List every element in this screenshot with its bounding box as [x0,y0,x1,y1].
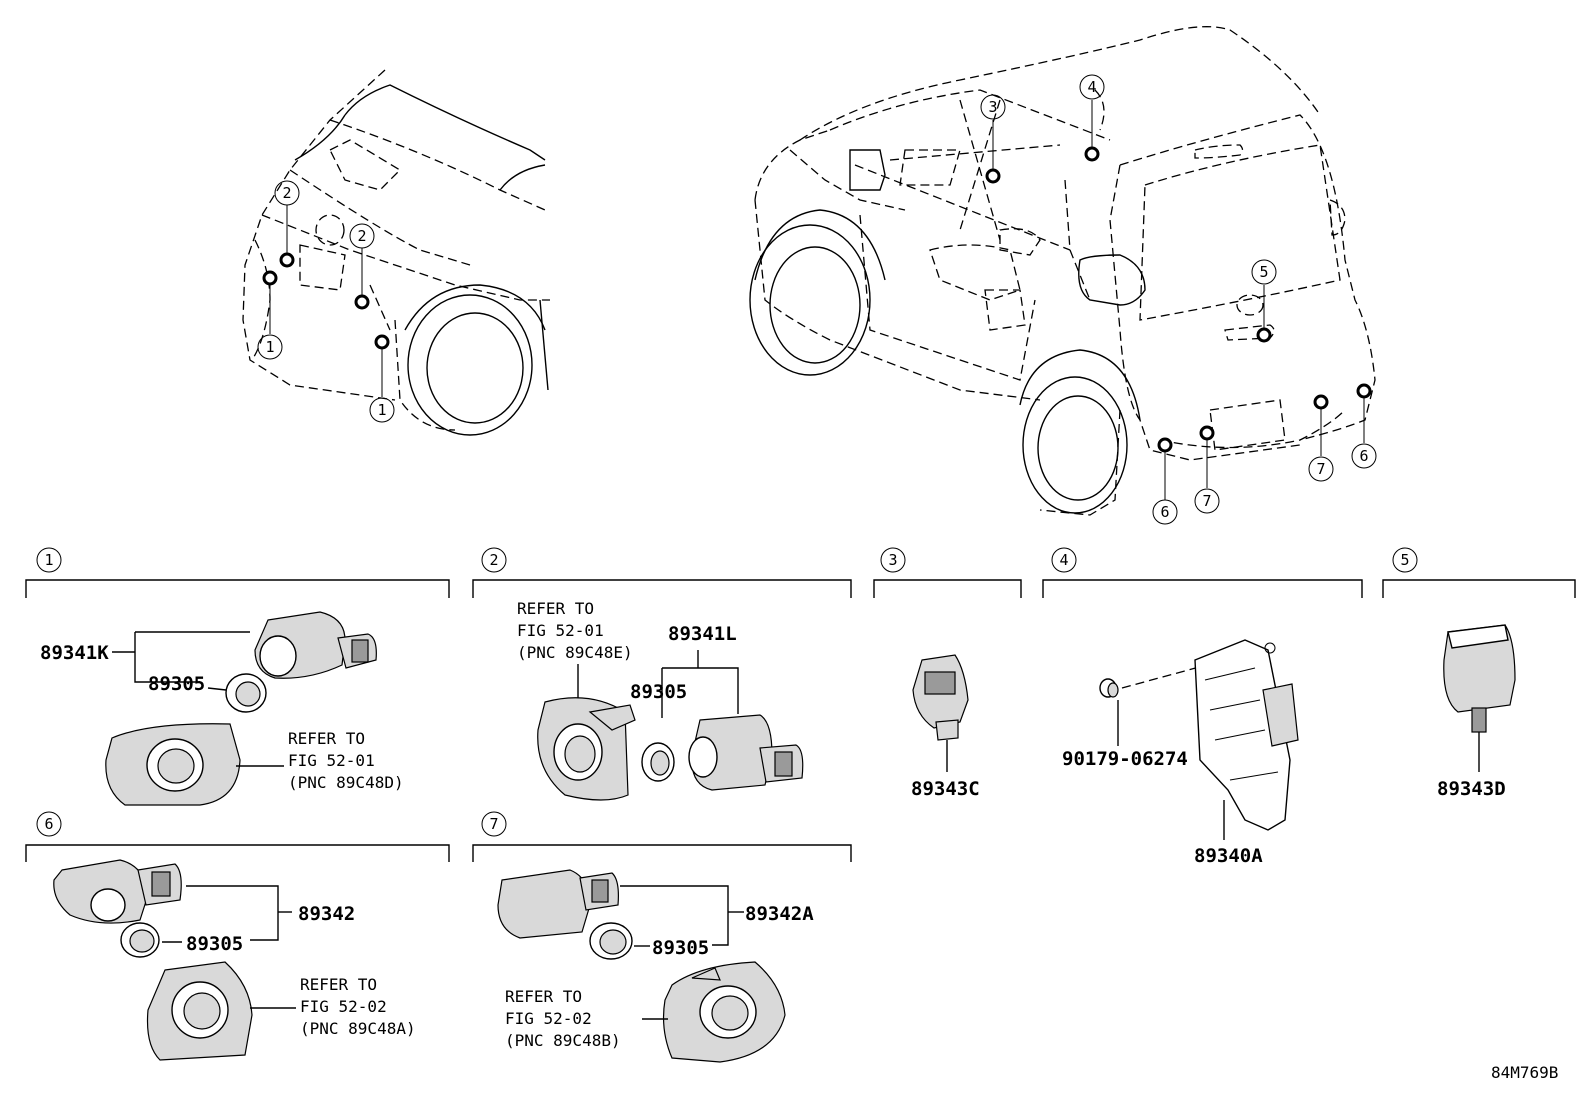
section-7-number: 7 [489,815,498,833]
callout-label: 1 [377,401,386,419]
section-1-number: 1 [44,551,53,569]
bezel-89c48b-drawing [662,961,786,1063]
ref-line-2: FIG 52-01 [288,751,375,770]
rear-vehicle-illustration [749,26,1376,516]
section-6-number: 6 [44,815,53,833]
ref-line-3: (PNC 89C48B) [505,1031,621,1050]
sensor-89341k-drawing [254,611,377,679]
part-89342: 89342 [298,903,355,925]
part-89343c: 89343C [911,778,980,800]
diagram-code: 84M769B [1491,1063,1558,1082]
ring-89305-drawing [225,673,267,713]
callout-label: 1 [265,338,274,356]
callout-label: 7 [1316,460,1325,478]
section-4-number: 4 [1059,551,1068,569]
rear-callout-markers: 3 4 5 6 7 7 6 [980,74,1377,525]
sensor-89342-drawing [53,859,182,924]
ring-89305-drawing [589,922,633,960]
ref-line-2: FIG 52-02 [505,1009,592,1028]
ring-89305-drawing [120,922,160,958]
section-6-parts: 89342 89305 REFER TO FIG 52-02 (PNC 89C4… [53,859,416,1061]
section-3-parts: 89343C [911,654,980,800]
section-7-parts: 89342A 89305 REFER TO FIG 52-02 (PNC 89C… [497,869,814,1063]
part-89305: 89305 [186,933,243,955]
part-89340a: 89340A [1194,845,1263,867]
callout-label: 6 [1160,503,1169,521]
ref-line-1: REFER TO [300,975,377,994]
callout-label: 2 [282,184,291,202]
callout-label: 6 [1359,447,1368,465]
part-89341k: 89341K [40,642,109,664]
ref-line-2: FIG 52-01 [517,621,604,640]
section-4-parts: 90179-06274 89340A [1062,639,1299,867]
part-89305: 89305 [652,937,709,959]
part-89341l: 89341L [668,623,737,645]
callout-label: 7 [1202,492,1211,510]
section-5-number: 5 [1400,551,1409,569]
clip-90179-drawing [1099,678,1119,698]
callout-label: 4 [1087,78,1096,96]
sensor-89341l-drawing [688,714,804,791]
section-2-parts: REFER TO FIG 52-01 (PNC 89C48E) 89341L 8… [517,599,804,801]
ref-line-1: REFER TO [517,599,594,618]
bezel-89c48e-drawing [537,697,636,801]
callout-label: 3 [988,98,997,116]
bezel-89c48d-drawing [105,723,241,806]
part-89343d: 89343D [1437,778,1506,800]
ref-line-3: (PNC 89C48D) [288,773,404,792]
ref-line-3: (PNC 89C48E) [517,643,633,662]
ref-line-2: FIG 52-02 [300,997,387,1016]
part-89305: 89305 [148,673,205,695]
ref-line-3: (PNC 89C48A) [300,1019,416,1038]
part-90179-06274: 90179-06274 [1062,748,1188,770]
ring-89305-drawing [641,742,675,782]
sensor-89343d-drawing [1443,624,1516,733]
ref-line-1: REFER TO [505,987,582,1006]
section-2-number: 2 [489,551,498,569]
section-brackets: 1 2 3 4 5 6 7 [25,547,1576,862]
ref-line-1: REFER TO [288,729,365,748]
sensor-89343c-drawing [912,654,969,741]
callout-label: 5 [1259,263,1268,281]
callout-label: 2 [357,227,366,245]
section-1-parts: 89341K 89305 REFER TO FIG 52-01 (PNC 89C… [40,611,404,806]
front-callout-markers: 1 2 2 1 [257,180,395,423]
part-89305: 89305 [630,681,687,703]
section-3-number: 3 [888,551,897,569]
sensor-89342a-drawing [497,869,619,939]
bezel-89c48a-drawing [146,961,253,1061]
part-89342a: 89342A [745,903,814,925]
section-5-parts: 89343D [1437,624,1516,800]
ecu-89340a-drawing [1194,639,1299,831]
front-vehicle-illustration [242,69,550,436]
